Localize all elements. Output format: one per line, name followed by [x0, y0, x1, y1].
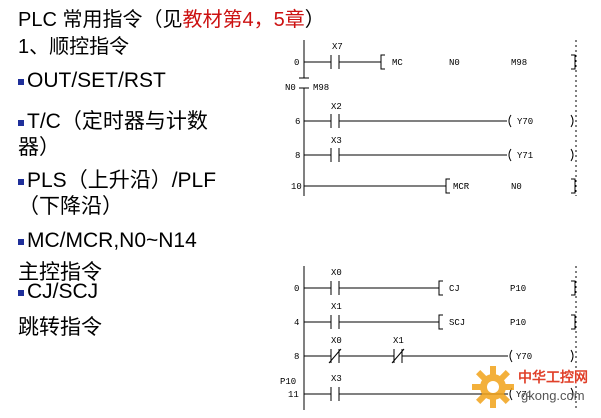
coil-y71-label: Y71 [517, 151, 533, 161]
title-highlight: 教材第4，5章 [182, 9, 305, 31]
cj-p: P10 [510, 284, 526, 294]
step-10: 10 [291, 182, 302, 192]
mcr-instr: MCR [453, 182, 470, 192]
bullet-timer-counter: T/C（定时器与计数 [18, 111, 208, 132]
nest-n: N0 [285, 83, 296, 93]
jump-label: 跳转指令 [18, 316, 102, 339]
title-prefix: PLC 常用指令（见 [18, 9, 183, 31]
mcr-bracket-right [571, 178, 576, 194]
coil-y70-label: Y70 [517, 117, 533, 127]
watermark: 中华工控网 gkong.com [468, 362, 596, 412]
coil-y70-left [509, 349, 513, 363]
watermark-cn: 中华工控网 [518, 370, 588, 386]
watermark-en: gkong.com [521, 388, 585, 403]
step-8: 8 [295, 151, 300, 161]
bullet-marker [18, 239, 24, 245]
bullet-marker [18, 79, 24, 85]
scj-p: P10 [510, 318, 526, 328]
label-x0b: X0 [331, 336, 342, 346]
scj-bracket-left [438, 314, 443, 330]
bullet-mc-mcr: MC/MCR,N0~N14 [18, 230, 197, 251]
coil-y71-left [508, 148, 512, 162]
bullet-marker [18, 290, 24, 296]
coil-y70-label: Y70 [516, 352, 532, 362]
ladder-diagram-mc: X7 0 MC N0 M98 N0 M98 X2 6 Y70 X3 8 Y71 … [285, 40, 577, 196]
bullet-text: CJ/SCJ [27, 280, 99, 303]
mcr-n: N0 [511, 182, 522, 192]
step-4: 4 [294, 318, 299, 328]
mc-m: M98 [511, 58, 527, 68]
coil-y71-right [570, 148, 574, 162]
mc-instr: MC [392, 58, 403, 68]
cj-bracket-right [571, 280, 576, 296]
contact-x1b-slash [391, 348, 405, 364]
scj-bracket-right [571, 314, 576, 330]
coil-y71-right [570, 387, 574, 401]
label-x3: X3 [331, 136, 342, 146]
bullet-text: OUT/SET/RST [27, 69, 166, 92]
scj-instr: SCJ [449, 318, 465, 328]
label-x0: X0 [331, 268, 342, 278]
step-0: 0 [294, 58, 299, 68]
bullet-cj-scj: CJ/SCJ [18, 281, 98, 302]
mc-n: N0 [449, 58, 460, 68]
ladder-bottom-lines [303, 266, 577, 410]
mc-bracket-right [571, 54, 576, 70]
coil-y70-right [570, 114, 574, 128]
label-x3: X3 [331, 374, 342, 384]
bullet-pls-plf-cont: （下降沿） [18, 195, 123, 218]
contact-x0b-slash [328, 348, 342, 364]
mc-label: 主控指令 [18, 261, 102, 284]
step-11: 11 [288, 390, 299, 400]
ladder-top-lines [299, 40, 577, 196]
title-suffix: ） [304, 9, 325, 31]
cj-instr: CJ [449, 284, 460, 294]
label-x1: X1 [331, 302, 342, 312]
slide-title: PLC 常用指令（见教材第4，5章） [18, 10, 325, 30]
nest-m: M98 [313, 83, 329, 93]
bullet-pls-plf: PLS（上升沿）/PLF [18, 170, 216, 191]
bullet-text: PLS（上升沿）/PLF [27, 169, 217, 192]
gear-icon [472, 366, 514, 408]
bullet-marker [18, 120, 24, 126]
ladder-diagram-cj: X0 0 CJ P10 X1 4 SCJ P10 X0 X1 8 Y70 P10… [280, 266, 577, 410]
bullet-timer-counter-cont: 器） [18, 136, 60, 159]
mc-bracket-left [380, 54, 385, 70]
step-6: 6 [295, 117, 300, 127]
coil-y70-right [570, 349, 574, 363]
bullet-text: MC/MCR,N0~N14 [27, 229, 197, 252]
label-x1b: X1 [393, 336, 404, 346]
section-heading: 1、顺控指令 [18, 36, 130, 58]
step-0: 0 [294, 284, 299, 294]
cj-bracket-left [438, 280, 443, 296]
pointer-p10: P10 [280, 377, 296, 387]
coil-y71-label: Y71 [516, 390, 532, 400]
label-x7: X7 [332, 42, 343, 52]
bullet-text: T/C（定时器与计数 [27, 110, 208, 133]
bullet-out-set-rst: OUT/SET/RST [18, 70, 166, 91]
coil-y70-left [508, 114, 512, 128]
step-8: 8 [294, 352, 299, 362]
label-x2: X2 [331, 102, 342, 112]
mcr-bracket-left [445, 178, 450, 194]
bullet-marker [18, 179, 24, 185]
